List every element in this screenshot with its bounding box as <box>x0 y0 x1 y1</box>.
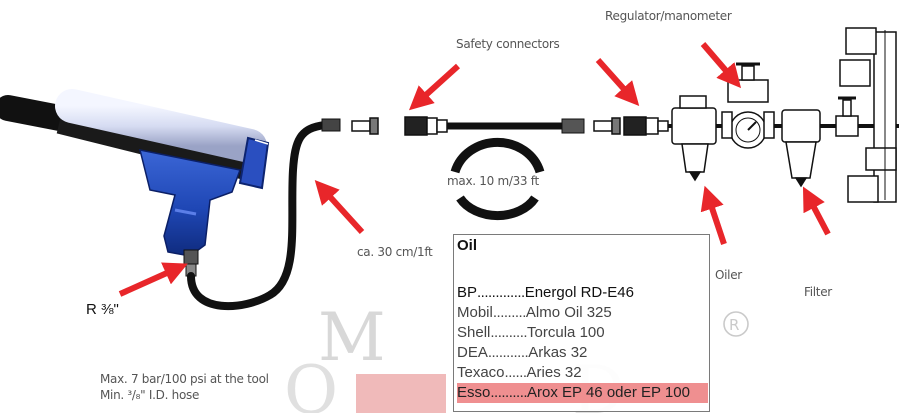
watermark-m: M <box>318 299 386 376</box>
oil-row: Mobil.........Almo Oil 325 <box>457 303 612 323</box>
hose-loop-bottom <box>456 195 539 221</box>
label-filter: Filter <box>804 285 832 299</box>
safety-connector-2 <box>593 116 669 136</box>
oil-brand: Texaco <box>457 364 505 381</box>
label-pressure-max: Max. 7 bar/100 psi at the tool <box>100 372 269 386</box>
oil-dots: ...... <box>504 364 528 381</box>
oil-table-heading: Oil <box>457 237 478 254</box>
label-hose-min: Min. ³/₈" I.D. hose <box>100 388 200 402</box>
oil-dots: ........... <box>487 344 529 361</box>
oil-row: Texaco......Aries 32 <box>457 363 582 383</box>
oil-table: Oil BP.............Energol RD-E46 Mobil.… <box>453 234 710 412</box>
oil-brand: BP <box>457 284 478 301</box>
oil-row: BP.............Energol RD-E46 <box>457 283 634 303</box>
label-oiler: Oiler <box>715 268 742 282</box>
hose-coupling-1 <box>321 118 341 132</box>
oil-brand: DEA <box>457 344 488 361</box>
label-short-hose: ca. 30 cm/1ft <box>357 245 433 259</box>
oil-dots: ......... <box>492 304 527 321</box>
air-inlet-fitting <box>183 249 199 265</box>
watermark-o: O <box>284 352 338 413</box>
oil-row: DEA...........Arkas 32 <box>457 343 587 363</box>
label-regulator: Regulator/manometer <box>605 9 732 23</box>
oil-row: Shell..........Torcula 100 <box>457 323 605 343</box>
watermark-bar <box>356 374 446 413</box>
rivet-tool <box>0 89 270 277</box>
label-thread: R ⅜" <box>86 301 119 318</box>
oil-dots: .......... <box>490 324 528 341</box>
oil-product: Torcula 100 <box>527 324 605 341</box>
hose-loop-top <box>450 137 545 174</box>
arrow-thread <box>118 262 188 297</box>
arrow-regulator <box>700 42 742 89</box>
oil-product: Arox EP 46 oder EP 100 <box>527 384 690 401</box>
oil-product: Almo Oil 325 <box>525 304 612 321</box>
oil-brand: Esso <box>457 384 491 401</box>
oil-brand: Shell <box>457 324 491 341</box>
oil-product: Aries 32 <box>526 364 582 381</box>
safety-connector-1 <box>351 116 448 136</box>
arrow-safety-left <box>408 63 461 111</box>
callout-arrows <box>118 42 831 297</box>
label-hose-length: max. 10 m/33 ft <box>447 174 539 188</box>
short-hose <box>187 121 329 311</box>
oil-product: Energol RD-E46 <box>524 284 634 301</box>
registered-mark <box>723 311 749 337</box>
oil-brand: Mobil <box>457 304 493 321</box>
arrow-oiler <box>700 185 727 245</box>
arrow-short-hose <box>314 180 365 235</box>
svg-text:R: R <box>729 316 739 334</box>
arrow-filter <box>802 186 831 236</box>
label-safety-connectors: Safety connectors <box>456 37 560 51</box>
oil-dots: ............. <box>477 284 525 301</box>
filter-regulator-lubricator <box>668 27 899 203</box>
oil-dots: .......... <box>490 384 528 401</box>
oil-product: Arkas 32 <box>528 344 588 361</box>
oil-row-highlighted: Esso..........Arox EP 46 oder EP 100 <box>457 383 708 403</box>
arrow-safety-right <box>595 57 640 107</box>
